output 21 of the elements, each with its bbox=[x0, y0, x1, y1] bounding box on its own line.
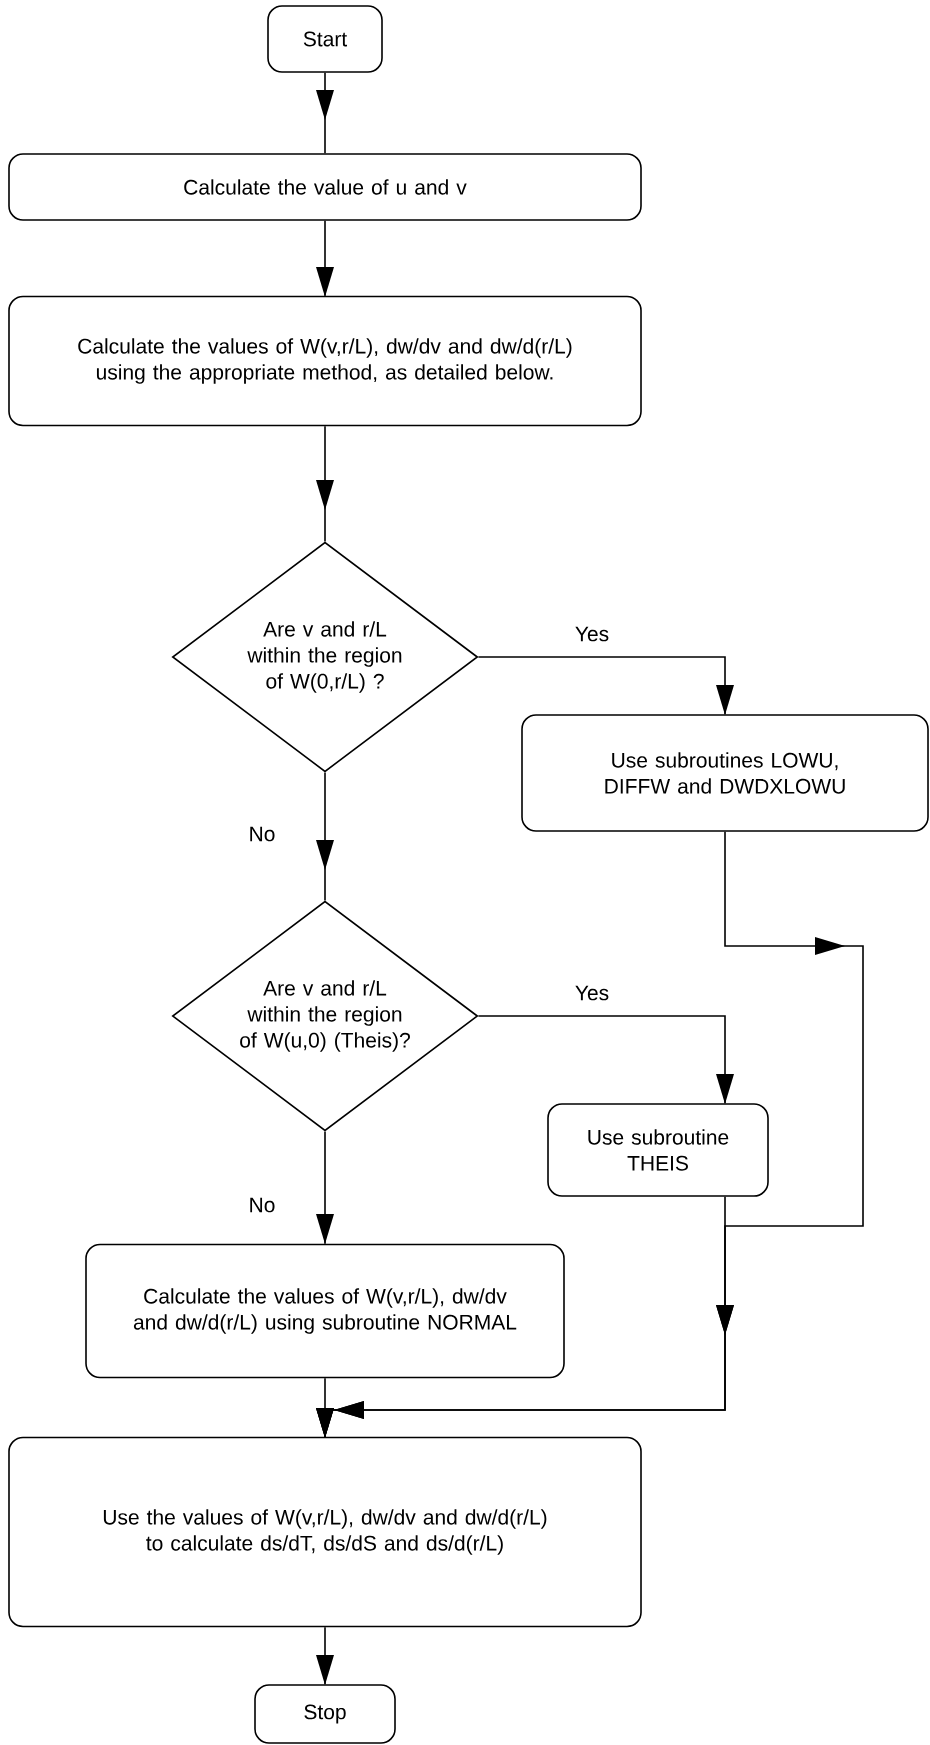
arrow bbox=[477, 1015, 734, 1104]
arrow bbox=[316, 1626, 334, 1685]
process-box: Use subroutines LOWU, DIFFW and DWDXLOWU bbox=[521, 714, 929, 832]
arrow bbox=[316, 771, 334, 902]
process-box: Calculate the value of u and v bbox=[8, 153, 642, 221]
edge-label: No bbox=[246, 824, 278, 844]
arrow bbox=[316, 220, 334, 297]
arrow bbox=[316, 1130, 334, 1245]
terminal-box: Stop bbox=[254, 1684, 396, 1744]
edge-label: Yes bbox=[572, 624, 612, 644]
process-box: Use subroutine THEIS bbox=[547, 1103, 769, 1197]
process-box: Calculate the values of W(v,r/L), dw/dv and dw/d(r/L) using the appropriate method, as detailed below. bbox=[8, 295, 642, 427]
arrow bbox=[316, 1377, 334, 1438]
process-box: Use the values of W(v,r/L), dw/dv and dw/d(r/L) to calculate ds/dT, ds/dS and ds/d(r/L) bbox=[8, 1436, 642, 1628]
arrow bbox=[477, 656, 734, 715]
edge-label: No bbox=[246, 1195, 278, 1215]
arrow bbox=[316, 425, 334, 543]
process-box: Calculate the values of W(v,r/L), dw/dv and dw/d(r/L) using subroutine NORMAL bbox=[85, 1243, 565, 1379]
edge-label: Yes bbox=[572, 983, 612, 1003]
terminal-box: Start bbox=[267, 5, 383, 73]
arrow bbox=[316, 72, 334, 154]
